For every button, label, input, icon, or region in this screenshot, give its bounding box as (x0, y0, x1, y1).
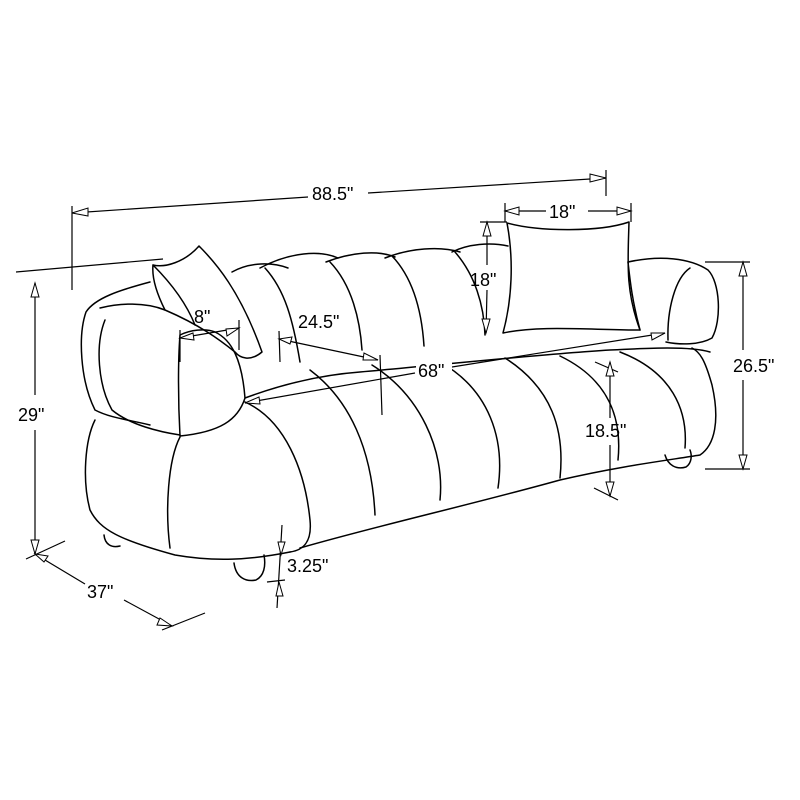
label-arm-width: 8" (194, 307, 210, 327)
label-seat-height: 18.5" (585, 421, 626, 441)
left-pillow (152, 245, 263, 359)
label-overall-depth: 37" (87, 582, 113, 602)
dimension-lines (15, 170, 750, 631)
sofa-outline (80, 243, 720, 582)
label-pillow-height: 18" (470, 270, 496, 290)
label-pillow-width: 18" (549, 202, 575, 222)
label-overall-width: 88.5" (312, 184, 353, 204)
label-arm-height: 26.5" (733, 356, 774, 376)
dimension-labels: 88.5" 29" 37" 8" 24.5" 68" 18" 18" 26.5"… (16, 182, 786, 602)
label-overall-height: 29" (18, 405, 44, 425)
label-leg-height: 3.25" (287, 556, 328, 576)
label-seat-depth: 24.5" (298, 312, 339, 332)
right-pillow (502, 221, 641, 334)
label-seat-width: 68" (418, 361, 444, 381)
